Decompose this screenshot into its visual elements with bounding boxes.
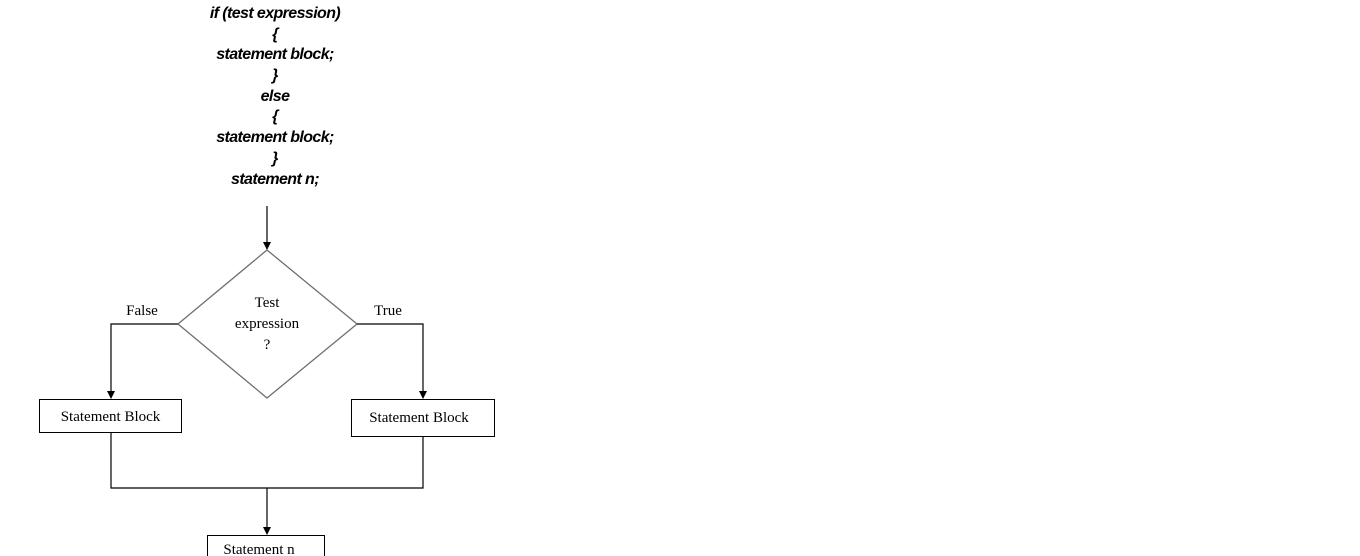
code-line-if: if (test expression) — [209, 5, 341, 22]
left-statement-block-box — [39, 399, 182, 433]
code-line-statement-n: statement n; — [231, 170, 320, 188]
false-label: False — [126, 303, 158, 319]
right-statement-block-label: Statement Block — [369, 410, 469, 426]
code-line-close-brace-1: } — [272, 67, 278, 85]
syntax-code-block: if (test expression) { statement block; … — [150, 4, 400, 190]
true-label: True — [374, 303, 402, 319]
true-branch-connector — [357, 323, 427, 399]
false-branch-connector — [107, 323, 178, 399]
code-line-open-brace-1: { — [272, 25, 278, 43]
code-line-open-brace-2: { — [272, 108, 278, 126]
code-line-close-brace-2: } — [272, 149, 278, 167]
decision-text-line-1: Test — [255, 295, 281, 311]
code-line-statement-block-2: statement block; — [216, 129, 334, 147]
left-statement-block-label: Statement Block — [61, 409, 161, 425]
code-line-else: else — [260, 87, 290, 105]
decision-text-line-2: expression — [235, 316, 300, 332]
merge-connector — [110, 433, 424, 489]
code-line-statement-block-1: statement block; — [216, 46, 334, 64]
statement-n-label: Statement n — [223, 542, 295, 556]
statement-n-box — [207, 535, 325, 556]
right-statement-block-box — [351, 399, 495, 437]
decision-text-line-3: ? — [264, 337, 271, 353]
decision-diamond — [176, 249, 359, 399]
